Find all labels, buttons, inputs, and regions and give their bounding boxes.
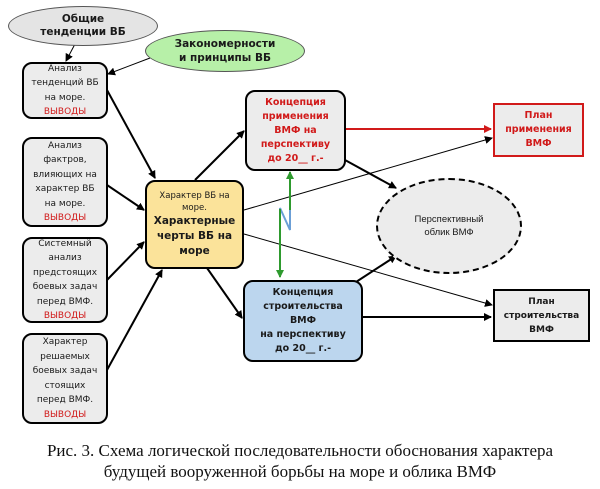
arrow-center-to-construction-plan (243, 233, 493, 307)
node-text: Закономерности (174, 38, 276, 50)
conclusions-label: ВЫВОДЫ (43, 107, 87, 117)
node-text: Характер ВБ на (159, 191, 230, 201)
arrow-center-to-employment-plan (243, 136, 493, 211)
node-text: на перспективу (260, 329, 346, 340)
patterns-principles-ellipse: Закономерности и принципы ВБ (145, 30, 305, 72)
node-text: строительства (503, 310, 580, 321)
node-text: и принципы ВБ (179, 52, 271, 64)
node-text: Анализ (48, 63, 82, 74)
node-text: Анализ (48, 140, 82, 151)
node-text: анализ (48, 253, 82, 263)
arrow-factors-to-center (106, 184, 145, 211)
construction-plan-box: План строительства ВМФ (493, 289, 590, 342)
node-text: на море. (44, 92, 86, 103)
node-text: перед ВМФ. (36, 395, 94, 405)
node-text: до 20__ г.- (267, 152, 324, 164)
figure-caption: Рис. 3. Схема логической последовательно… (0, 440, 600, 482)
conclusions-label: ВЫВОДЫ (43, 311, 87, 321)
node-text: предстоящих (32, 267, 98, 278)
node-text: Концепция (272, 287, 334, 298)
node-text: применения (262, 110, 329, 122)
arrow-analysis-trends-to-center (106, 89, 156, 179)
zigzag-break-icon (279, 207, 291, 231)
node-text: перспективу (260, 138, 331, 150)
node-text: Перспективный (414, 214, 484, 225)
node-text: боевых задач (32, 282, 98, 292)
node-text: ВМФ на (274, 124, 317, 136)
node-text: Характерные (153, 215, 236, 227)
arrow-patterns-to-analysis (107, 57, 151, 76)
arrow-center-to-construction-concept (206, 267, 243, 319)
center-character-box: Характер ВБ на море. Характерные черты В… (145, 180, 244, 269)
arrow-trends-to-analysis (65, 43, 76, 62)
node-text: перед ВМФ. (36, 296, 94, 307)
analysis-factors-box: Анализ фактров, влияющих на характер ВБ … (22, 137, 108, 227)
node-text: море. (182, 203, 207, 213)
node-text: море (179, 245, 210, 257)
employment-concept-box: Концепция применения ВМФ на перспективу … (245, 90, 346, 171)
node-text: План (528, 296, 555, 307)
node-text: ВМФ (529, 324, 554, 335)
node-text: на море. (44, 198, 86, 209)
analysis-trends-box: Анализ тенденций ВБ на море. ВЫВОДЫ (22, 62, 108, 119)
system-analysis-box: Системный анализ предстоящих боевых зада… (22, 237, 108, 323)
node-text: решаемых (40, 351, 90, 362)
node-text: Общие (61, 13, 105, 25)
node-text: Концепция (265, 96, 326, 108)
conclusions-label: ВЫВОДЫ (43, 409, 87, 420)
node-text: стоящих (44, 380, 86, 391)
node-text: характер ВБ (35, 184, 95, 194)
conclusions-label: ВЫВОДЫ (43, 213, 87, 223)
node-text: ВМФ (289, 315, 317, 326)
future-image-ellipse: Перспективный облик ВМФ (376, 178, 522, 274)
node-text: черты ВБ на (156, 230, 233, 242)
node-text: применения (505, 124, 572, 135)
node-text: Системный (38, 238, 92, 249)
arrow-center-to-employment-concept (194, 130, 245, 181)
node-text: тенденций ВБ (31, 78, 99, 88)
node-text: влияющих на (33, 169, 97, 180)
construction-concept-box: Концепция строительства ВМФ на перспекти… (243, 280, 363, 362)
employment-plan-box: План применения ВМФ (493, 103, 584, 157)
tasks-character-box: Характер решаемых боевых задач стоящих п… (22, 333, 108, 424)
node-text: тенденции ВБ (40, 26, 126, 38)
arrow-construction-concept-to-image (355, 255, 397, 283)
node-text: облик ВМФ (424, 227, 474, 238)
general-trends-ellipse: Общие тенденции ВБ (8, 6, 158, 46)
node-text: фактров, (43, 155, 87, 165)
node-text: до 20__ г.- (274, 343, 332, 354)
caption-line-2: будущей вооруженной борьбы на море и обл… (103, 462, 497, 481)
node-text: План (524, 110, 553, 121)
arrow-tasks-to-center (106, 269, 163, 371)
node-text: ВМФ (525, 138, 552, 149)
node-text: строительства (263, 301, 343, 312)
arrow-system-to-center (106, 241, 145, 281)
node-text: Характер (42, 337, 88, 347)
caption-line-1: Рис. 3. Схема логической последовательно… (46, 441, 554, 460)
node-text: боевых задач (32, 366, 98, 376)
arrow-employment-concept-to-image (344, 159, 397, 189)
